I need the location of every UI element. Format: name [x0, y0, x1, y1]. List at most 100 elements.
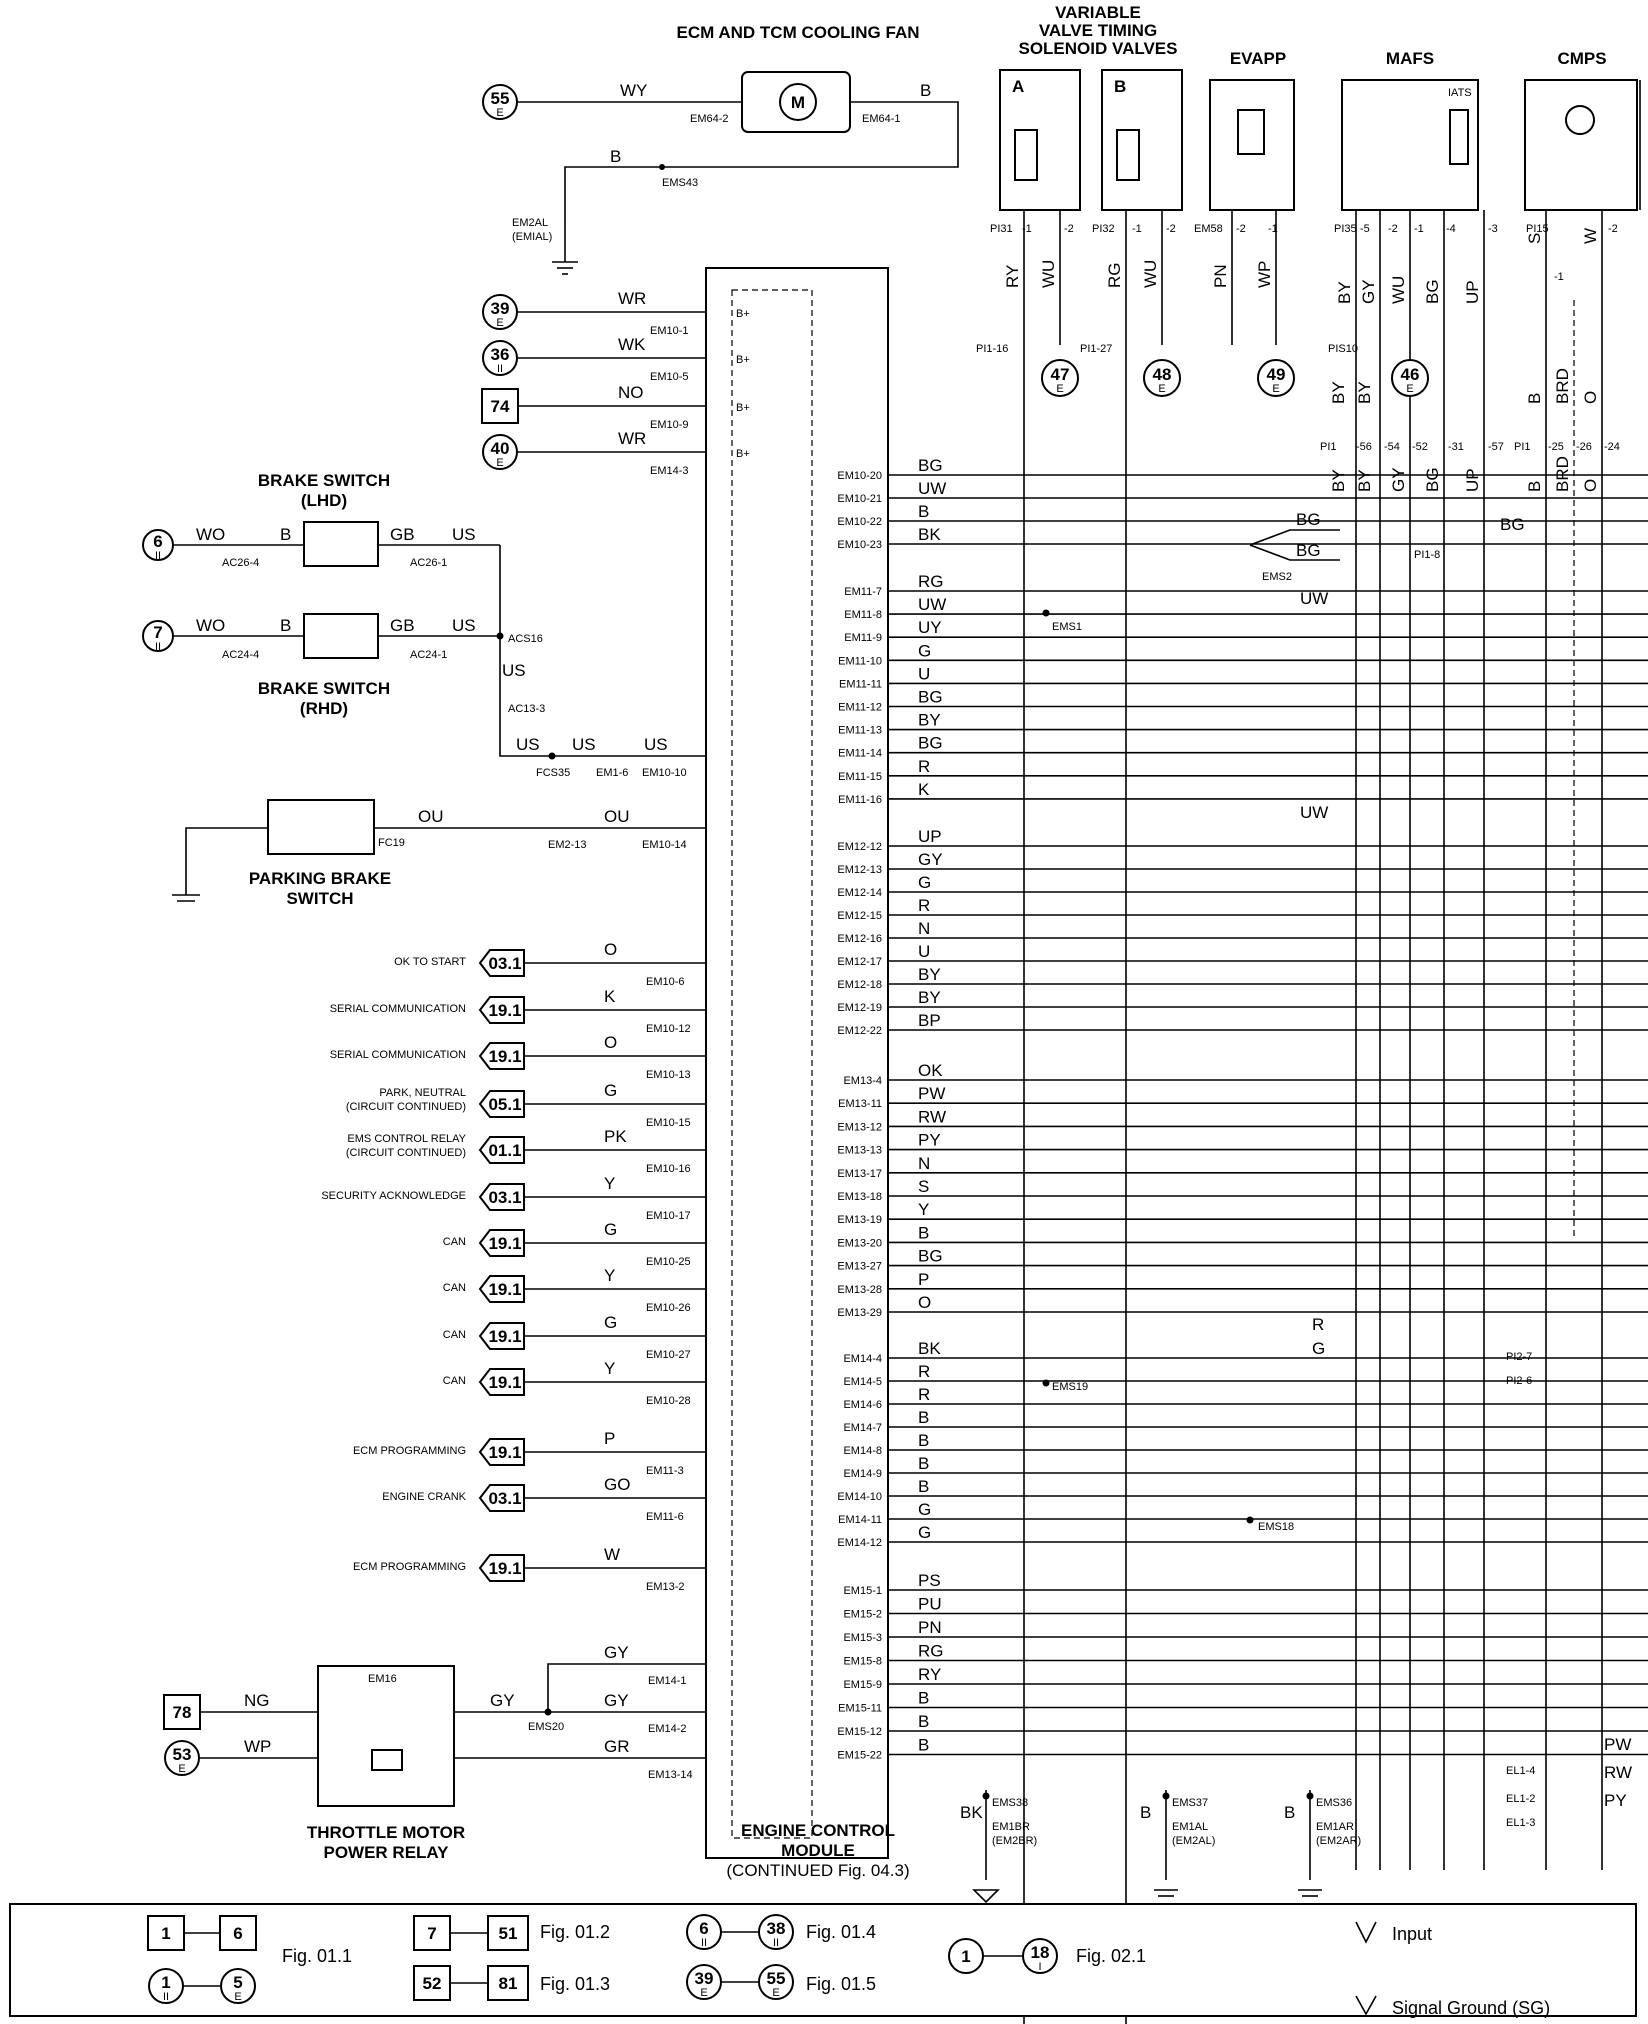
cmps-box	[1524, 79, 1638, 211]
ground-splice: EMS38	[992, 1797, 1028, 1809]
signal-label: SECURITY ACKNOWLEDGE	[321, 1190, 466, 1202]
ground-splice: EMS37	[1172, 1797, 1208, 1809]
ref-78-num: 78	[173, 1703, 192, 1722]
legend-fig: Fig. 02.1	[1076, 1946, 1146, 1966]
legend-fig: Fig. 01.4	[806, 1922, 876, 1942]
ecm-pin-label: EM14-6	[843, 1399, 882, 1411]
signal-conn: EM10-16	[646, 1163, 691, 1175]
ref-48-sub: E	[1158, 383, 1165, 395]
cooling-fan-title: ECM AND TCM COOLING FAN	[676, 23, 919, 42]
legend-circle-ref	[758, 1914, 794, 1950]
ecm-wire-label: B	[918, 1712, 929, 1731]
legend-fig: Fig. 01.5	[806, 1974, 876, 1994]
signal-conn: EM10-25	[646, 1256, 691, 1268]
signal-ref-tag-num: 19.1	[488, 1280, 521, 1299]
ecm-wire-label: G	[918, 873, 931, 892]
pin-label: PIS10	[1328, 343, 1358, 355]
wire	[1355, 1921, 1377, 1944]
signal-wire: P	[604, 1429, 615, 1448]
ref-49-sub: E	[1272, 383, 1279, 395]
right-wire-label: PY	[1604, 1791, 1627, 1810]
splice-dot	[982, 1792, 990, 1800]
ref-7-num: 7	[153, 623, 162, 642]
ecm-pin-label: EM13-11	[838, 1098, 882, 1110]
legend-circle-ref	[148, 1968, 184, 2004]
pin-label: PI32	[1092, 223, 1115, 235]
signal-label: (CIRCUIT CONTINUED)	[346, 1147, 466, 1159]
legend-circle-ref	[686, 1914, 722, 1950]
ref-6-num: 6	[153, 532, 162, 551]
svg-text:ENGINE CONTROL: ENGINE CONTROL	[741, 1821, 895, 1840]
relay-wire: GY	[604, 1691, 629, 1710]
ecm-pin-label: EM13-18	[837, 1191, 882, 1203]
vertical-wire-label: BY	[1329, 469, 1348, 492]
pin-label: -1	[1554, 271, 1564, 283]
ecm-wire-label: R	[918, 896, 930, 915]
conn-label: EL1-4	[1506, 1765, 1535, 1777]
relay-wire: GR	[604, 1737, 630, 1756]
park-wire: OU	[604, 807, 630, 826]
signal-ref-tag-num: 19.1	[488, 1234, 521, 1253]
splice-label: FCS35	[536, 767, 570, 779]
signal-conn: EM11-3	[646, 1465, 684, 1477]
signal-label: CAN	[443, 1282, 466, 1294]
ecm-pin-label: EM14-10	[837, 1491, 882, 1503]
vertical-wire-label: GY	[1359, 279, 1378, 304]
ref-53-num: 53	[173, 1745, 192, 1764]
power-wire-label: WR	[618, 289, 646, 308]
right-wire-label: BG	[1296, 541, 1321, 560]
power-wire-label: WK	[618, 335, 646, 354]
power-wire-label: NO	[618, 383, 644, 402]
ecm-wire-label: BG	[918, 1247, 943, 1266]
brake-wire: GB	[390, 616, 415, 635]
pin-label: -4	[1446, 223, 1456, 235]
ref-53	[164, 1740, 200, 1776]
ecm-pin-label: EM14-11	[838, 1514, 882, 1526]
ecm-pin-label: EM14-5	[843, 1376, 882, 1388]
vertical-wire-label: O	[1581, 479, 1600, 492]
power-pin-label: B+	[736, 402, 750, 414]
ecm-pin-label: EM13-19	[837, 1214, 882, 1226]
ecm-pin-label: EM13-4	[843, 1075, 882, 1087]
vertical-wire-label: RY	[1003, 265, 1022, 288]
ground-splice: EMS36	[1316, 1797, 1352, 1809]
legend-circle-ref-sub: II	[773, 1937, 779, 1949]
vertical-wire-label: BRD	[1553, 368, 1572, 404]
wire	[1249, 544, 1340, 561]
ecm-wire-label: B	[918, 1736, 929, 1755]
ecm-wire-label: BY	[918, 711, 941, 730]
ecm-wire-label: Y	[918, 1200, 929, 1219]
brake-wire: WO	[196, 616, 225, 635]
static-layer: ECM AND TCM COOLING FAN M WY B EM64-2 EM…	[9, 3, 1641, 2024]
ecm-pin-label: EM14-8	[843, 1445, 882, 1457]
signal-conn: EM10-28	[646, 1395, 691, 1407]
legend-circle-ref-sub: I	[1038, 1961, 1041, 1973]
wire	[1249, 529, 1340, 546]
fan-motor-symbol	[779, 83, 817, 121]
conn-label: EM1-6	[596, 767, 628, 779]
conn-label: PI1-8	[1414, 549, 1440, 561]
vvt-solenoid-a	[999, 69, 1081, 211]
ground-wire: B	[1284, 1803, 1295, 1822]
legend-fig: Fig. 01.3	[540, 1974, 610, 1994]
signal-wire: O	[604, 1033, 617, 1052]
ref-47-num: 47	[1051, 365, 1070, 384]
ground-label: (EM2AL)	[1172, 1835, 1215, 1847]
signal-label: (CIRCUIT CONTINUED)	[346, 1101, 466, 1113]
vertical-wire-label: BG	[1423, 279, 1442, 304]
ref-78	[163, 1694, 201, 1730]
ecm-wire-label: BG	[918, 734, 943, 753]
legend-box-ref-num: 6	[233, 1924, 242, 1943]
splice-dot	[1306, 1792, 1314, 1800]
ref-74-num: 74	[491, 397, 510, 416]
ecm-pin-label: EM15-22	[837, 1750, 882, 1762]
ecm-pin-label: EM12-15	[837, 910, 882, 922]
signal-label: SERIAL COMMUNICATION	[330, 1049, 466, 1061]
legend-box-ref-num: 1	[161, 1924, 170, 1943]
signal-wire: Y	[604, 1266, 615, 1285]
vertical-wire-label: BG	[1423, 467, 1442, 492]
brake-wire: US	[644, 735, 668, 754]
splice-dot	[548, 752, 556, 760]
svg-text:SWITCH: SWITCH	[286, 889, 353, 908]
conn-label: AC13-3	[508, 703, 545, 715]
